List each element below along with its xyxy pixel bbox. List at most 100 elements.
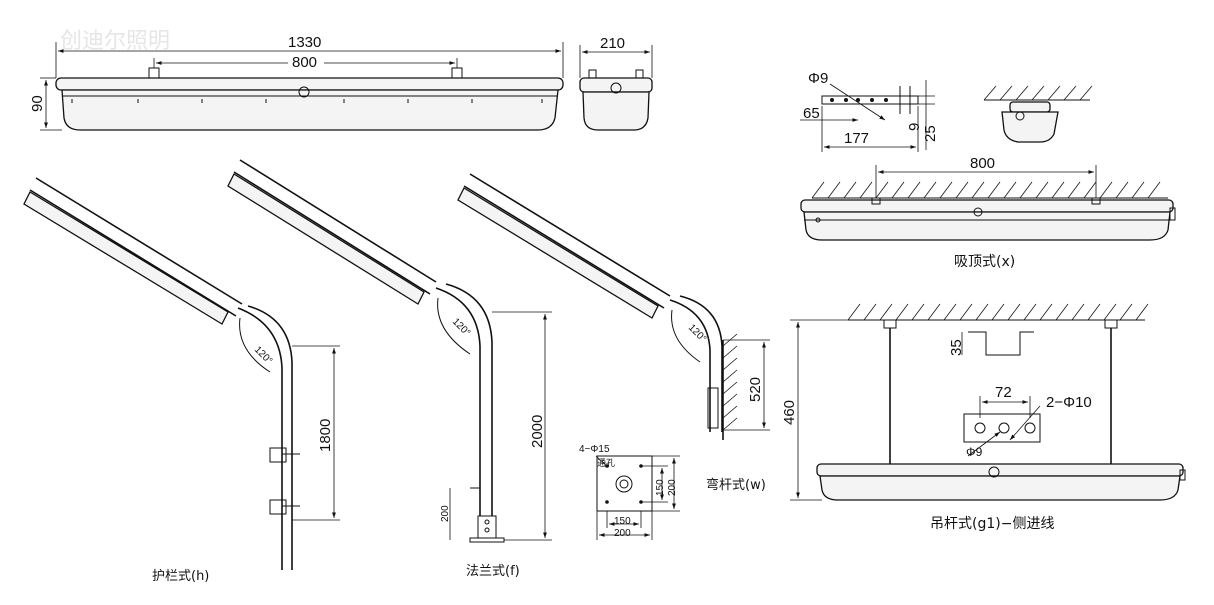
hatch-line — [827, 181, 841, 199]
wall-fixture-top — [469, 173, 671, 297]
dim-2000-label: 2000 — [529, 415, 546, 448]
flange-dim-150-v: 150 — [655, 479, 666, 496]
flange-mount-caption: 法兰式(f) — [466, 564, 520, 579]
hatch-line — [875, 181, 889, 199]
hatch-line — [847, 303, 861, 321]
hatch-line — [907, 181, 921, 199]
flange-plate-outline — [596, 455, 653, 512]
ceiling-bracket-detail: Φ9 65 177 9 25 — [800, 70, 939, 152]
hatch-line — [811, 181, 825, 199]
flange-angle-label: 120° — [450, 316, 472, 338]
pendant-mount-caption: 吊杆式(g1)−侧进线 — [930, 516, 1054, 532]
hatch-line — [843, 181, 857, 199]
flange-hole-note: 通孔 — [597, 458, 615, 468]
flange-dim-200-h: 200 — [614, 528, 631, 539]
dim-460-label: 460 — [781, 400, 798, 425]
dim-35-label: 35 — [948, 339, 965, 356]
end-view: 210 — [579, 35, 653, 131]
flange-fixture-top — [239, 159, 437, 283]
hatch-line — [1007, 303, 1021, 321]
bracket-plate — [821, 95, 919, 105]
dim-65-label: 65 — [803, 105, 820, 122]
ceiling-mount-view: 800 吸顶式(x) — [800, 155, 1176, 270]
flange-dim-150-h: 150 — [614, 516, 631, 527]
hatch-line — [955, 181, 969, 199]
fixture-cover — [55, 77, 564, 91]
dim-pendant-phi9-label: Φ9 — [966, 445, 983, 459]
hatch-line — [1055, 303, 1069, 321]
flange-fixture-body — [227, 173, 425, 305]
hatch-line — [722, 357, 738, 371]
hatch-line — [722, 393, 738, 407]
dim-phi9-label: Φ9 — [808, 70, 828, 87]
hole-plate — [963, 413, 1041, 443]
wall-fixture-body — [457, 187, 659, 319]
clamp-lower — [269, 499, 287, 515]
wall-mount-caption: 弯杆式(w) — [706, 477, 766, 493]
hatch-line — [1087, 303, 1101, 321]
hatch-line — [1035, 181, 1049, 199]
hatch-line — [927, 303, 941, 321]
front-view: 1330 800 90 — [29, 34, 564, 131]
dim-72-label: 72 — [995, 384, 1012, 401]
dim-2phi10-label: 2−Φ10 — [1046, 394, 1092, 411]
hatch-line — [1071, 303, 1085, 321]
hatch-line — [891, 181, 905, 199]
end-gland — [610, 82, 622, 94]
hatch-line — [722, 405, 738, 419]
dim-25-label: 25 — [922, 125, 939, 142]
hatch-line — [1019, 181, 1033, 199]
hatch-line — [923, 181, 937, 199]
hatch-line — [1119, 303, 1133, 321]
dim-200-small-label: 200 — [440, 505, 451, 522]
hatch-line — [859, 181, 873, 199]
guardrail-angle-label: 120° — [252, 344, 274, 366]
hatch-line — [1051, 181, 1065, 199]
hatch-line — [722, 381, 738, 395]
dim-210-label: 210 — [600, 35, 625, 52]
hatch-line — [987, 181, 1001, 199]
watermark-text: 创迪尔照明 — [60, 29, 170, 54]
wall-bracket — [707, 387, 719, 429]
dim-90-label: 90 — [29, 95, 46, 112]
cable-gland — [298, 86, 310, 98]
guardrail-fixture-body — [23, 191, 229, 325]
guardrail-fixture-top — [35, 177, 243, 305]
mount-stud-left — [148, 67, 160, 79]
pendant-mount-view: 35 72 2−Φ10 Φ9 460 吊杆式(g1)−侧进线 — [781, 303, 1186, 532]
hatch-line — [943, 303, 957, 321]
hatch-line — [1131, 181, 1145, 199]
hatch-line — [722, 369, 738, 383]
wall-mount-view: 120° 520 弯杆式(w) — [457, 173, 770, 493]
end-cover — [579, 77, 653, 93]
hatch-line — [1115, 181, 1129, 199]
hatch-line — [975, 303, 989, 321]
flange-pole — [435, 287, 481, 516]
flange-plate-detail: 4−Φ15 通孔 150 200 150 200 — [579, 444, 680, 540]
hatch-line — [1023, 303, 1037, 321]
hatch-line — [939, 181, 953, 199]
dim-9-label: 9 — [906, 123, 923, 131]
hatch-line — [863, 303, 877, 321]
hatch-line — [911, 303, 925, 321]
guardrail-mount-view: 120° 1800 护栏式(h) — [23, 177, 340, 584]
hatch-line — [1103, 303, 1117, 321]
ceiling-fixture-sketch — [983, 85, 1093, 143]
dim-520-label: 520 — [747, 377, 764, 402]
hatch-line — [1147, 181, 1161, 199]
hatch-line — [1067, 181, 1081, 199]
dim-800-label: 800 — [292, 54, 317, 71]
flange-hole-spec: 4−Φ15 — [579, 444, 610, 455]
mount-stud-right — [451, 67, 463, 79]
guardrail-pole — [237, 307, 283, 570]
hatch-line — [1083, 181, 1097, 199]
wall-angle-label: 120° — [686, 322, 708, 344]
flange-dim-200-v: 200 — [667, 479, 678, 496]
dim-177-label: 177 — [844, 130, 869, 147]
hatch-line — [895, 303, 909, 321]
hatch-line — [879, 303, 893, 321]
clamp-upper — [269, 447, 287, 463]
hatch-line — [1099, 181, 1113, 199]
end-body — [582, 91, 650, 131]
dim-1330-label: 1330 — [288, 34, 321, 51]
